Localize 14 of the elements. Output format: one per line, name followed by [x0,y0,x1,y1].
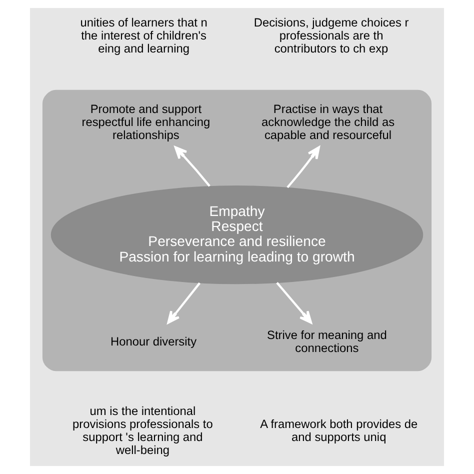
arrow [174,146,210,187]
arrow [286,146,320,188]
node-text: Promote and support respectful life enhancing relationships [82,102,210,142]
node-text: Honour diversity [110,334,197,348]
label: um is the intentional provisions professionals to support 's learning and well-being [72,404,213,457]
arrow [276,282,312,324]
label: unities of learners that n the interest of children's eing and learning [80,15,208,56]
node-text: Practise in ways that acknowledge the child as capable and resourceful [262,102,395,142]
cluster [42,90,432,372]
arrow [167,282,201,324]
node-ellipse: Empathy Respect Perseverance and resilience Passion for learning leading to growth [50,186,424,284]
node-text: Strive for meaning and connections [267,328,387,355]
label: A framework both provides de and supports uniq [260,416,418,444]
label: Decisions, judgeme choices r professionals are th contributors to ch exp [254,15,409,56]
